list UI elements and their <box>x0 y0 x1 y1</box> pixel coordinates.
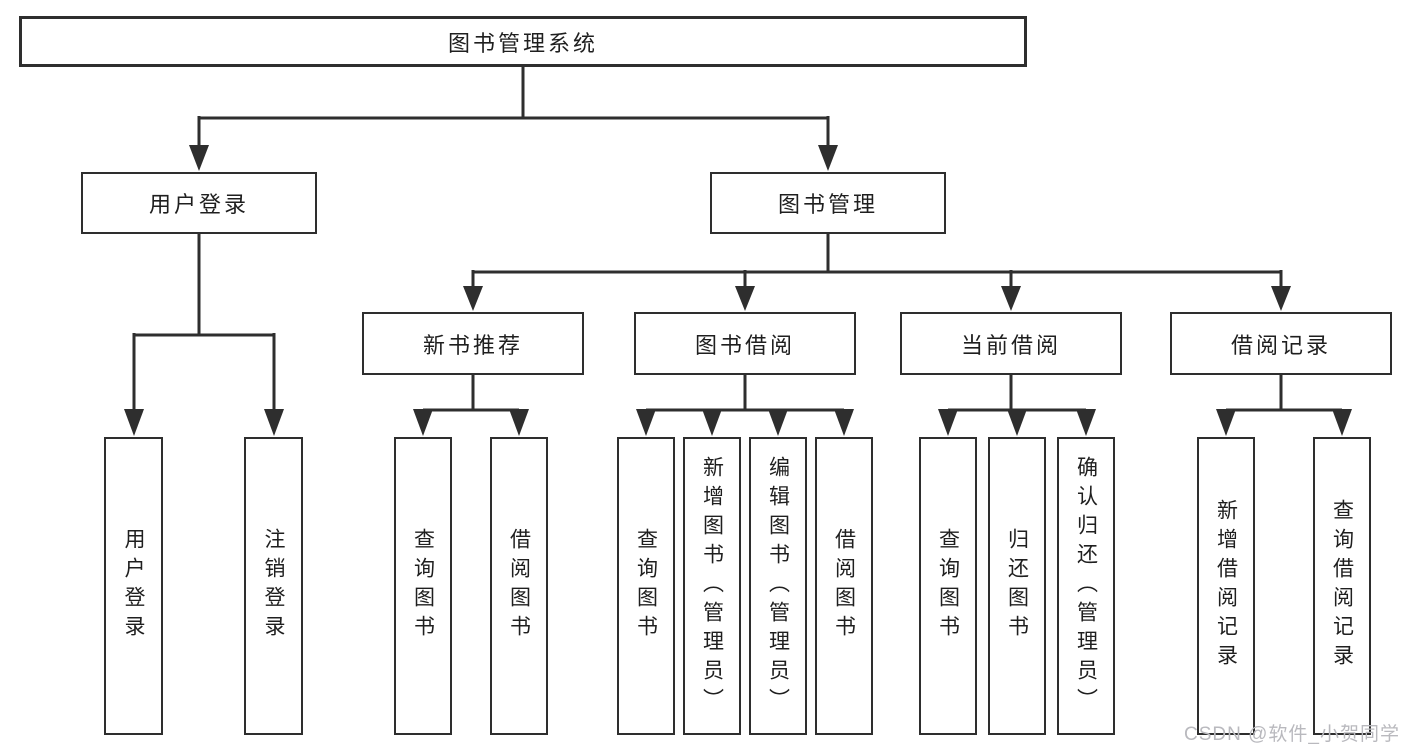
leaf-cb-query-books-label: 查询图书 <box>936 528 960 644</box>
leaf-br-query-record: 查询借阅记录 <box>1313 437 1371 735</box>
connector-current-borrow-children <box>938 374 1096 436</box>
node-user-login: 用户登录 <box>81 172 317 234</box>
leaf-cb-confirm-return-admin-label: 确认归还（管理员） <box>1074 455 1098 717</box>
node-borrow-records: 借阅记录 <box>1170 312 1392 375</box>
leaf-cb-return-books-label: 归还图书 <box>1005 528 1029 644</box>
node-user-login-label: 用户登录 <box>148 192 249 217</box>
connector-root-to-level2 <box>189 67 838 171</box>
connector-book-mgmt-children <box>463 234 1291 311</box>
leaf-nbr-borrow-books-label: 借阅图书 <box>507 528 531 644</box>
leaf-nbr-query-books-label: 查询图书 <box>411 528 435 644</box>
node-book-borrow-label: 图书借阅 <box>694 332 795 358</box>
leaf-bb-query-books-label: 查询图书 <box>634 528 658 644</box>
leaf-nbr-query-books: 查询图书 <box>394 437 452 735</box>
leaf-user-login-label: 用户登录 <box>122 528 145 644</box>
node-book-mgmt-label: 图书管理 <box>777 192 878 217</box>
leaf-bb-edit-books-admin: 编辑图书（管理员） <box>749 437 807 735</box>
leaf-cb-query-books: 查询图书 <box>919 437 977 735</box>
connector-book-borrow-children <box>636 374 854 436</box>
leaf-bb-add-books-admin: 新增图书（管理员） <box>683 437 741 735</box>
node-root-label: 图书管理系统 <box>447 30 598 56</box>
node-current-borrow: 当前借阅 <box>900 312 1122 375</box>
node-new-book-rec-label: 新书推荐 <box>422 332 523 358</box>
leaf-bb-borrow-books: 借阅图书 <box>815 437 873 735</box>
leaf-bb-query-books: 查询图书 <box>617 437 675 735</box>
node-book-mgmt: 图书管理 <box>710 172 946 234</box>
leaf-br-add-record-label: 新增借阅记录 <box>1214 499 1238 673</box>
node-root: 图书管理系统 <box>19 16 1027 67</box>
connector-new-book-rec-children <box>413 374 529 436</box>
leaf-bb-edit-books-admin-label: 编辑图书（管理员） <box>766 455 790 717</box>
node-current-borrow-label: 当前借阅 <box>960 332 1061 358</box>
leaf-user-login: 用户登录 <box>104 437 163 735</box>
leaf-logout: 注销登录 <box>244 437 303 735</box>
leaf-br-query-record-label: 查询借阅记录 <box>1330 499 1354 673</box>
leaf-cb-confirm-return-admin: 确认归还（管理员） <box>1057 437 1115 735</box>
connector-user-login-children <box>124 234 284 436</box>
csdn-watermark: CSDN @软件_小贺同学 <box>1184 724 1400 745</box>
leaf-nbr-borrow-books: 借阅图书 <box>490 437 548 735</box>
node-book-borrow: 图书借阅 <box>634 312 856 375</box>
leaf-bb-add-books-admin-label: 新增图书（管理员） <box>700 455 724 717</box>
leaf-logout-label: 注销登录 <box>262 528 285 644</box>
connector-borrow-records-children <box>1216 374 1352 436</box>
node-borrow-records-label: 借阅记录 <box>1230 332 1331 358</box>
node-new-book-rec: 新书推荐 <box>362 312 584 375</box>
leaf-bb-borrow-books-label: 借阅图书 <box>832 528 856 644</box>
leaf-br-add-record: 新增借阅记录 <box>1197 437 1255 735</box>
leaf-cb-return-books: 归还图书 <box>988 437 1046 735</box>
